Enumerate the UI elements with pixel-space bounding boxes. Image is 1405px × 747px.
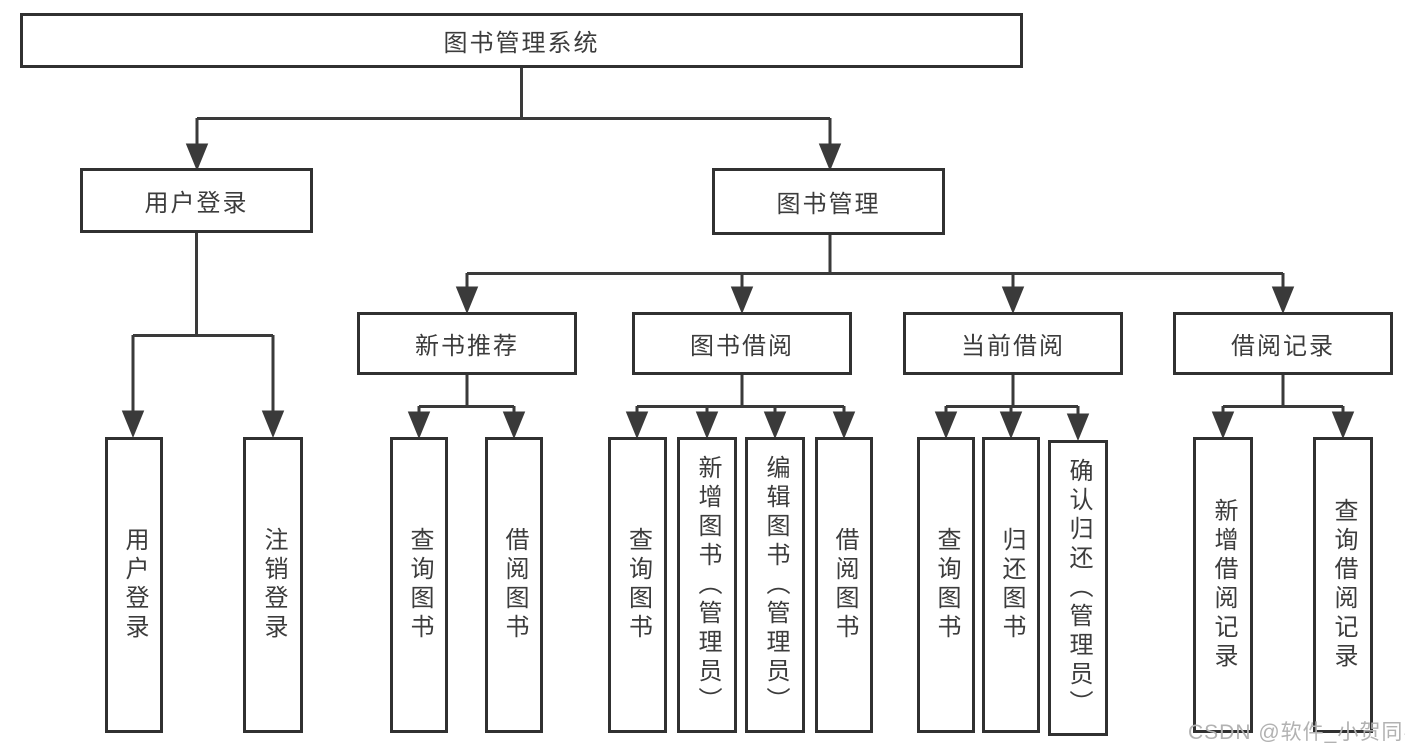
connector-book-borrow-children xyxy=(625,375,856,439)
node-current-borrow: 当前借阅 xyxy=(903,312,1123,375)
csdn-watermark: CSDN @软件_小贺同学 xyxy=(1188,721,1405,744)
node-book-borrow-label: 图书借阅 xyxy=(690,333,794,360)
node-new-book-rec: 新书推荐 xyxy=(357,312,577,375)
node-new-book-rec-label: 新书推荐 xyxy=(415,333,519,360)
connector-user-login-children xyxy=(121,233,285,438)
leaf-newrec-borrow-books: 借阅图书 xyxy=(485,437,543,733)
node-borrow-records: 借阅记录 xyxy=(1173,312,1393,375)
node-book-mgmt-label: 图书管理 xyxy=(776,191,881,218)
leaf-query-borrow-record: 查询借阅记录 xyxy=(1313,437,1373,733)
leaf-query-borrow-record-label: 查询借阅记录 xyxy=(1330,498,1357,672)
leaf-borrow-query-books-label: 查询图书 xyxy=(624,527,652,643)
node-book-mgmt: 图书管理 xyxy=(712,168,945,235)
leaf-logout-label: 注销登录 xyxy=(260,527,287,643)
node-borrow-records-label: 借阅记录 xyxy=(1231,333,1335,360)
leaf-borrow-books: 借阅图书 xyxy=(815,437,873,733)
leaf-add-books-admin: 新增图书（管理员） xyxy=(677,437,737,733)
node-current-borrow-label: 当前借阅 xyxy=(961,333,1065,360)
leaf-confirm-return-admin: 确认归还（管理员） xyxy=(1048,440,1108,736)
leaf-borrow-books-label: 借阅图书 xyxy=(831,527,858,643)
leaf-user-login-label: 用户登录 xyxy=(121,527,148,643)
leaf-edit-books-admin-label: 编辑图书（管理员） xyxy=(762,454,789,716)
node-book-borrow: 图书借阅 xyxy=(632,312,852,375)
node-root-label: 图书管理系统 xyxy=(443,30,600,57)
leaf-edit-books-admin: 编辑图书（管理员） xyxy=(745,437,805,733)
connector-current-borrow-children xyxy=(934,375,1090,441)
connector-borrow-records-children xyxy=(1211,375,1355,439)
leaf-confirm-return-admin-label: 确认归还（管理员） xyxy=(1065,457,1092,719)
connector-root-to-level2 xyxy=(185,68,842,171)
leaf-borrow-query-books: 查询图书 xyxy=(608,437,667,733)
node-user-login: 用户登录 xyxy=(80,168,313,233)
connector-book-mgmt-to-level3 xyxy=(455,235,1295,314)
leaf-user-login: 用户登录 xyxy=(105,437,163,733)
leaf-current-query-books: 查询图书 xyxy=(917,437,975,733)
leaf-newrec-query-books: 查询图书 xyxy=(390,437,448,733)
leaf-current-query-books-label: 查询图书 xyxy=(933,527,960,643)
leaf-add-borrow-record-label: 新增借阅记录 xyxy=(1210,498,1237,672)
leaf-newrec-query-books-label: 查询图书 xyxy=(406,527,433,643)
leaf-add-borrow-record: 新增借阅记录 xyxy=(1193,437,1253,733)
leaf-add-books-admin-label: 新增图书（管理员） xyxy=(694,454,721,716)
leaf-return-books-label: 归还图书 xyxy=(998,527,1025,643)
node-root-system: 图书管理系统 xyxy=(20,13,1023,68)
leaf-newrec-borrow-books-label: 借阅图书 xyxy=(501,527,528,643)
node-user-login-label: 用户登录 xyxy=(144,190,249,217)
connector-new-book-rec-children xyxy=(407,375,526,439)
leaf-logout: 注销登录 xyxy=(243,437,303,733)
leaf-return-books: 归还图书 xyxy=(982,437,1040,733)
